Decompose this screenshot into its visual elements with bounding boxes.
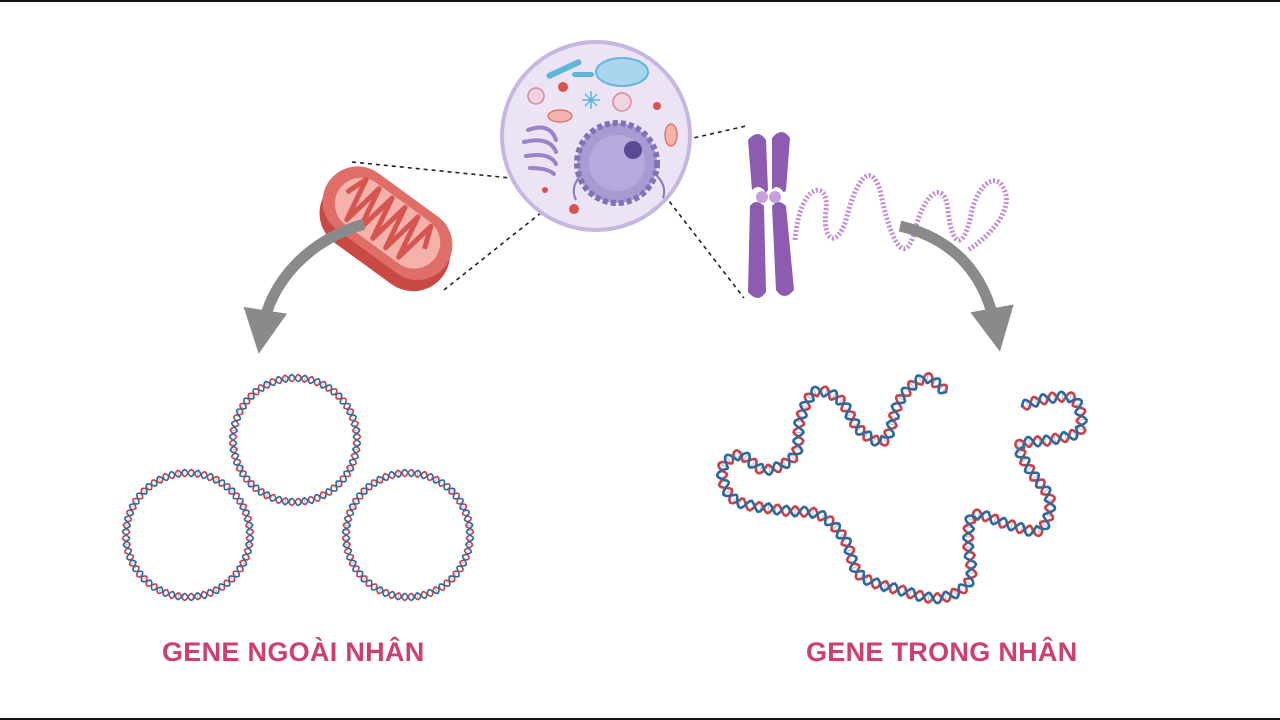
cell-icon [500, 40, 692, 232]
chromatin-icon [792, 173, 1009, 253]
linear-dna-icon [715, 371, 1088, 605]
arrow-left [243, 218, 366, 354]
plasmid-circle [341, 468, 475, 602]
label-nuclear-gene: GENE TRONG NHÂN [806, 637, 1078, 667]
plasmid-circle [228, 373, 362, 507]
plasmid-circle [121, 468, 255, 602]
label-extranuclear-gene: GENE NGOÀI NHÂN [162, 637, 425, 667]
chromosome-icon [748, 132, 794, 298]
arrow-right [898, 220, 1014, 352]
plasmid-dna-icon [121, 373, 475, 602]
mitochondrion-icon [319, 166, 453, 292]
